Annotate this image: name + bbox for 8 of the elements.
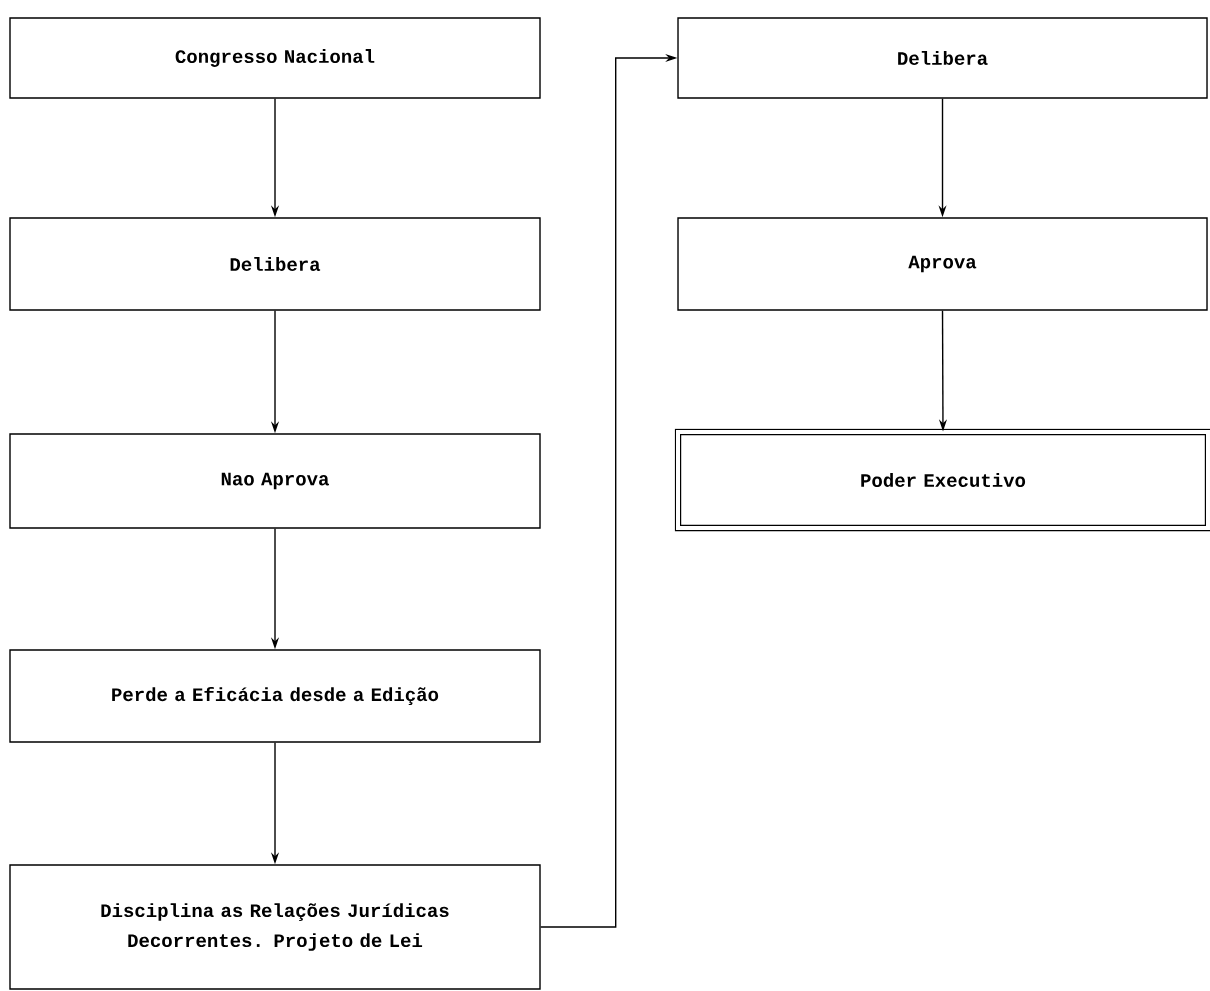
process-box: Aprova [677,217,1208,311]
process-box: Congresso Nacional [9,17,541,99]
process-box: Poder Executivo [674,428,1210,532]
process-box: Nao Aprova [9,433,541,529]
process-box: Perde a Eficácia desde a Edição [9,649,541,743]
process-box: Delibera [677,17,1208,99]
process-box: Disciplina as Relações Jurídicas Decorrentes. Projeto de Lei [9,864,541,990]
process-box: Delibera [9,217,541,311]
